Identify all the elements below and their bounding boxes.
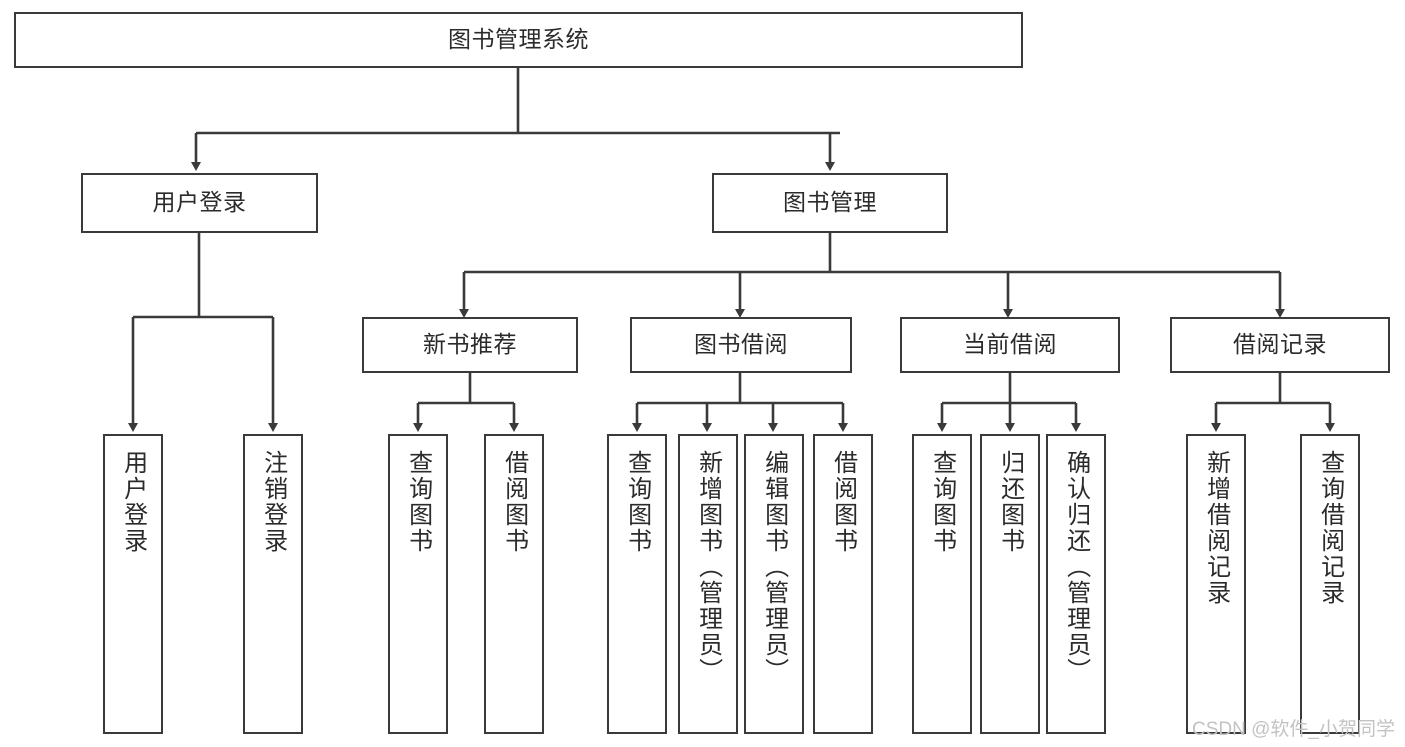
node-leaf-logout-login[interactable]: 注销登录 (243, 434, 303, 734)
node-leaf-query-book-2[interactable]: 查询图书 (607, 434, 667, 734)
node-label: 图书借阅 (694, 331, 788, 358)
node-label: 借阅图书 (500, 450, 528, 554)
node-leaf-user-login[interactable]: 用户登录 (103, 434, 163, 734)
node-label: 确认归还（管理员） (1062, 450, 1090, 684)
node-label: 用户登录 (119, 450, 147, 554)
node-new-book-recommend[interactable]: 新书推荐 (362, 317, 578, 373)
node-leaf-confirm-return[interactable]: 确认归还（管理员） (1046, 434, 1106, 734)
csdn-watermark: CSDN @软件_小贺同学 (1192, 719, 1395, 740)
node-label: 查询图书 (928, 450, 956, 554)
node-leaf-query-book-1[interactable]: 查询图书 (388, 434, 448, 734)
node-label: 新增借阅记录 (1202, 450, 1230, 606)
node-leaf-borrow-book-1[interactable]: 借阅图书 (484, 434, 544, 734)
node-label: 归还图书 (996, 450, 1024, 554)
node-borrow-record[interactable]: 借阅记录 (1170, 317, 1390, 373)
node-label: 查询图书 (404, 450, 432, 554)
node-label: 查询借阅记录 (1316, 450, 1344, 606)
node-label: 用户登录 (152, 189, 247, 216)
node-current-borrow[interactable]: 当前借阅 (900, 317, 1120, 373)
node-label: 新增图书（管理员） (694, 450, 722, 684)
node-leaf-query-record[interactable]: 查询借阅记录 (1300, 434, 1360, 734)
node-leaf-add-book[interactable]: 新增图书（管理员） (678, 434, 738, 734)
node-book-management[interactable]: 图书管理 (712, 173, 948, 233)
node-leaf-borrow-book-2[interactable]: 借阅图书 (813, 434, 873, 734)
node-book-borrow[interactable]: 图书借阅 (630, 317, 852, 373)
node-label: 借阅图书 (829, 450, 857, 554)
node-leaf-query-book-3[interactable]: 查询图书 (912, 434, 972, 734)
node-leaf-add-record[interactable]: 新增借阅记录 (1186, 434, 1246, 734)
node-label: 当前借阅 (963, 331, 1057, 358)
node-leaf-return-book[interactable]: 归还图书 (980, 434, 1040, 734)
node-label: 新书推荐 (423, 331, 517, 358)
node-label: 图书管理系统 (448, 26, 589, 53)
node-leaf-edit-book[interactable]: 编辑图书（管理员） (744, 434, 804, 734)
node-user-login[interactable]: 用户登录 (81, 173, 318, 233)
node-label: 查询图书 (623, 450, 651, 554)
node-root-book-management-system[interactable]: 图书管理系统 (14, 12, 1023, 68)
node-label: 借阅记录 (1233, 331, 1327, 358)
node-label: 图书管理 (783, 189, 877, 216)
node-label: 编辑图书（管理员） (760, 450, 788, 684)
node-label: 注销登录 (259, 450, 287, 554)
